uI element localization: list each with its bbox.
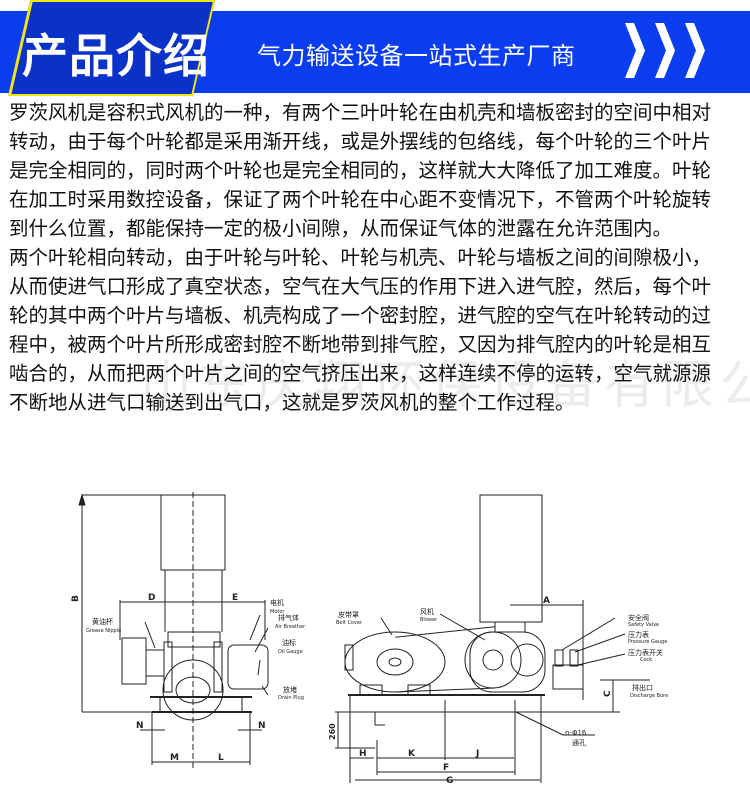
label-grease-en: Grease Nipple (86, 628, 121, 634)
text-line: 到什么位置，都能保持一定的极小间隙，从而保证气体的泄露在允许范围内。 (9, 217, 673, 240)
label-belt-cn: 皮带罩 (338, 610, 359, 619)
page-subtitle: 气力输送设备一站式生产厂商 (257, 42, 576, 70)
product-description: 罗茨风机是容积式风机的一种，有两个三叶叶轮在由机壳和墙板密封的空间中相对转动，由… (9, 98, 749, 417)
dim-D: D (148, 593, 155, 603)
label-hole-cn: 通孔 (572, 738, 586, 747)
paragraph-2: 两个叶轮相向转动，由于叶轮与叶轮、叶轮与机壳、叶轮与墙板之间的间隙极小， 从而使进… (9, 243, 749, 417)
label-discharge-en: Discharge Bore (630, 693, 668, 699)
text-line: 程中，被两个叶片所形成密封腔不断地带到排气腔，又因为排气腔内的叶轮是相互 (9, 333, 712, 356)
label-drain-en: Drain Plug (278, 695, 304, 701)
dim-F: F (443, 763, 449, 773)
text-line: 从而使进气口形成了真空状态，空气在大气压的作用下进入进气腔，然后，每个叶 (9, 275, 712, 298)
text-line: 两个叶轮相向转动，由于叶轮与叶轮、叶轮与机壳、叶轮与墙板之间的间隙极小， (9, 246, 712, 269)
label-pressure-cn: 压力表 (628, 630, 649, 639)
label-blower-cn: 风机 (420, 607, 434, 616)
dim-L: L (218, 753, 224, 763)
label-motor-en: Motor (270, 609, 285, 615)
label-belt-en: Belt Cover (336, 620, 363, 626)
header-banner: 产品介绍 气力输送设备一站式生产厂商 (0, 0, 750, 96)
text-line: 是完全相同的，同时两个叶轮也是完全相同的，这样就大大降低了加工难度。叶轮 (9, 159, 712, 182)
dim-C: C (603, 690, 613, 697)
label-safety-cn: 安全阀 (628, 613, 649, 622)
paragraph-1: 罗茨风机是容积式风机的一种，有两个三叶叶轮在由机壳和墙板密封的空间中相对转动，由… (9, 98, 749, 243)
label-oil-en: Oil Gauge (278, 649, 303, 655)
blower-dimension-drawing: B D E N N M L 电机 Motor 黄油杯 Grease Nipple… (71, 492, 668, 786)
dim-N-left: N (136, 721, 144, 731)
label-discharge-cn: 排出口 (632, 683, 653, 692)
dim-B: B (71, 595, 81, 602)
text-line: 轮的其中两个叶片与墙板、机壳构成了一个密封腔，进气腔的空气在叶轮转动的过 (9, 304, 712, 327)
front-view (78, 492, 269, 770)
text-line: 转动，由于每个叶轮都是采用渐开线，或是外摆线的包络线，每个叶轮的三个叶片 (9, 130, 712, 153)
text-line: 罗茨风机是容积式风机的一种，有两个三叶叶轮在由机壳和墙板密封的空间中相对 (9, 101, 712, 124)
text-line: 啮合的，从而把两个叶片之间的空气挤压出来，这样连续不停的运转，空气就源源 (9, 362, 712, 385)
label-oil-cn: 油标 (282, 638, 296, 647)
watermark: 山东庆翔环保设备有限公司 (140, 356, 750, 416)
dim-N-right: N (258, 721, 266, 731)
label-breather-cn: 排气体 (278, 613, 299, 622)
label-grease-cn: 黄油杯 (92, 617, 113, 626)
side-view (335, 494, 650, 783)
label-blower-en: Blower (420, 617, 438, 623)
dim-A: A (543, 596, 550, 606)
text-line: 不断地从进气口输送到出气口，这就是罗茨风机的整个工作过程。 (9, 391, 575, 414)
label-drain-cn: 放堵 (283, 685, 297, 694)
dim-E: E (232, 593, 238, 603)
label-breather-en: Air Breather (275, 624, 306, 630)
label-cock-en: Cock (640, 657, 652, 663)
page-title: 产品介绍 (22, 29, 210, 83)
dim-J: J (475, 749, 479, 759)
dim-H: H (359, 749, 367, 759)
dim-G: G (446, 776, 453, 786)
text-line: 在加工时采用数控设备，保证了两个叶轮在中心距不变情况下，不管两个叶轮旋转 (9, 188, 712, 211)
dim-M: M (170, 753, 179, 763)
label-safety-en: Safety Valve (628, 622, 659, 628)
label-motor-cn: 电机 (270, 598, 284, 607)
label-hole-spec: n-Φ16 (565, 729, 587, 737)
label-pressure-en: Pressure Gauge (628, 639, 667, 645)
dim-260: 260 (328, 723, 337, 740)
label-cock-cn: 压力表开关 (628, 648, 663, 657)
dim-K: K (408, 749, 416, 759)
